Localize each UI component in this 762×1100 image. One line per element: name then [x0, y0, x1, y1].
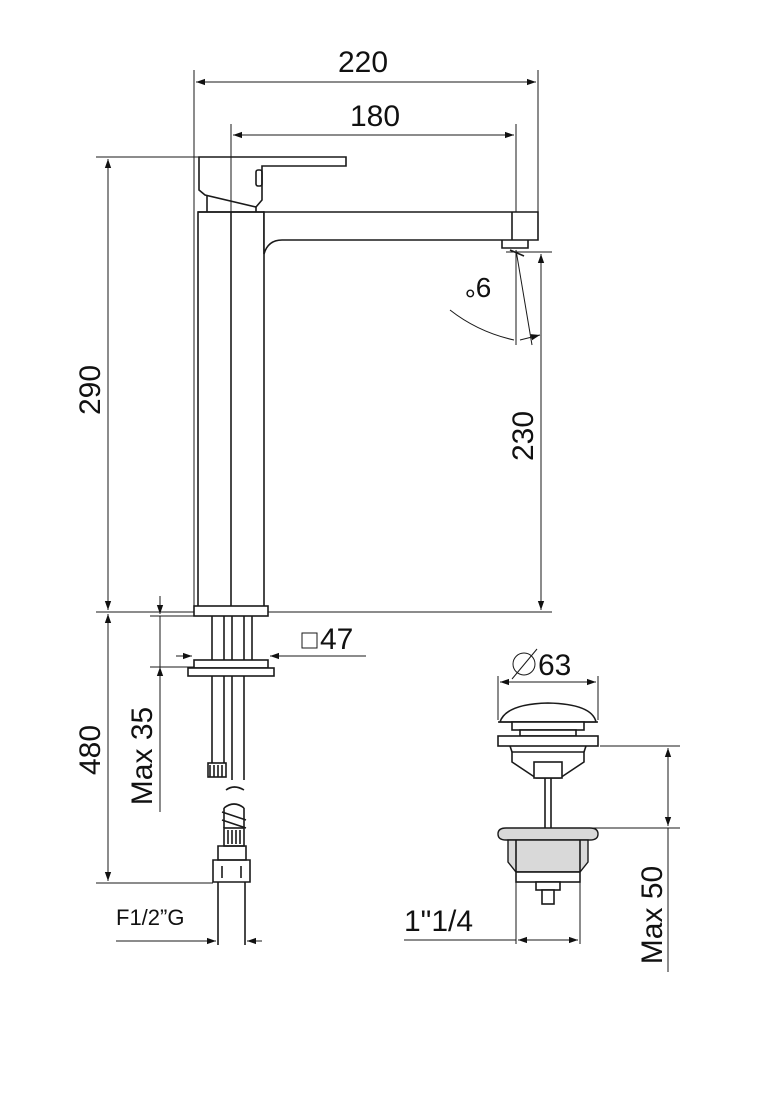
waste-cap — [498, 702, 597, 723]
fixing-assembly — [187, 616, 275, 945]
diameter-symbol-icon — [511, 648, 538, 680]
dim-480: 480 — [74, 725, 107, 775]
aerator — [501, 212, 529, 249]
dim-thread-f12g: F1/2”G — [116, 905, 184, 930]
connection-nut — [212, 859, 251, 883]
dim-180: 180 — [350, 100, 400, 133]
dimension-lines — [96, 70, 552, 945]
fixing-nut — [187, 667, 275, 677]
faucet-spout — [263, 211, 539, 255]
waste-valve — [404, 676, 680, 972]
dim-max-50: Max 50 — [636, 866, 669, 964]
dim-max-35: Max 35 — [126, 707, 159, 805]
waste-flange — [497, 827, 599, 841]
faucet-body — [193, 156, 539, 617]
dim-waste-thread: 1"1/4 — [404, 905, 473, 938]
dim-290: 290 — [74, 365, 107, 415]
dim-square-47: 47 — [320, 623, 353, 656]
dim-230: 230 — [507, 411, 540, 461]
dim-diameter-63: 63 — [538, 649, 571, 682]
waste-body — [507, 839, 589, 873]
dim-220: 220 — [338, 46, 388, 79]
deck-sealing-washer — [193, 659, 269, 669]
base-plate — [193, 605, 269, 617]
square-symbol-icon — [301, 632, 318, 649]
faucet-handle — [198, 156, 347, 208]
dim-angle: 9° — [465, 272, 492, 303]
